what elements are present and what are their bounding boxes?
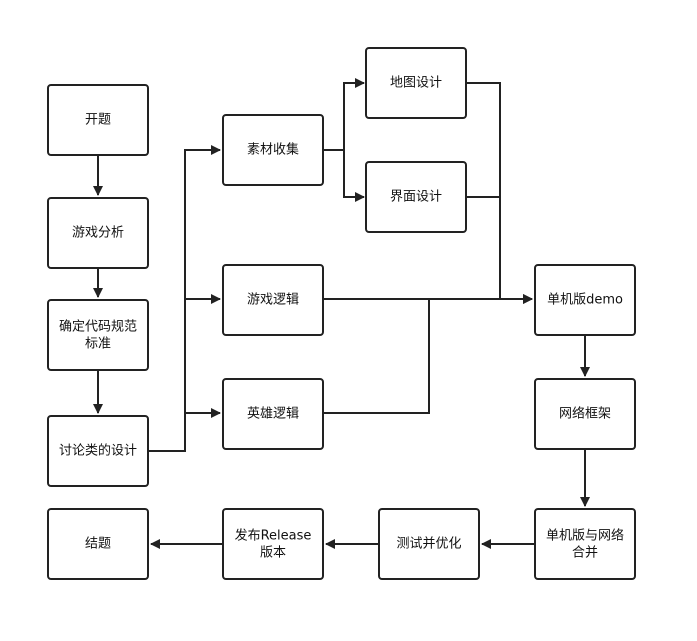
node-label-line: 测试并优化	[396, 537, 461, 552]
node-jiemiansheji: 界面设计	[365, 161, 467, 233]
node-yingxiongluoji: 英雄逻辑	[222, 378, 324, 450]
node-dituguji: 地图设计	[365, 47, 467, 119]
node-label-line: 结题	[85, 537, 111, 552]
node-daimaguifan: 确定代码规范 标准	[47, 299, 149, 371]
edge-sucai-to-dituguji	[324, 78, 365, 151]
node-label-line: 开题	[85, 113, 111, 128]
node-sucai: 素材收集	[222, 114, 324, 186]
node-kaiti: 开题	[47, 84, 149, 156]
node-label-line: 游戏逻辑	[247, 293, 299, 308]
node-label-line: 确定代码规范	[59, 320, 137, 335]
node-label-line: 合并	[572, 546, 598, 561]
node-youxifenxi: 游戏分析	[47, 197, 149, 269]
node-label-line: 发布Release	[235, 528, 312, 544]
node-label-line: 标准	[85, 337, 111, 352]
node-label-line: 游戏分析	[72, 226, 124, 241]
node-hebing: 单机版与网络 合并	[534, 508, 636, 580]
node-label-line: 素材收集	[247, 142, 299, 158]
node-label-line: 网络框架	[559, 406, 611, 422]
node-fabu: 发布Release 版本	[222, 508, 324, 580]
node-jieti: 结题	[47, 508, 149, 580]
node-label-line: 单机版与网络	[546, 528, 624, 544]
node-youxiluoji: 游戏逻辑	[222, 264, 324, 336]
node-label-line: 版本	[260, 546, 286, 561]
edge-yingxiongluoji-to-danjidemo	[324, 299, 430, 414]
node-danjidemo: 单机版demo	[534, 264, 636, 336]
edge-dituguji-to-danjidemo	[467, 82, 533, 304]
node-wangluokuangjia: 网络框架	[534, 378, 636, 450]
node-label-line: 单机版demo	[547, 293, 623, 308]
edge-sucai-to-jiemiansheji	[343, 150, 365, 202]
node-label-line: 英雄逻辑	[247, 407, 299, 422]
node-ceshi: 测试并优化	[378, 508, 480, 580]
edge-taolunlei-to-sucai	[149, 145, 221, 452]
node-taolunlei: 讨论类的设计	[47, 415, 149, 487]
node-label-line: 讨论类的设计	[59, 443, 137, 459]
node-label-line: 地图设计	[390, 76, 442, 91]
edges	[93, 78, 590, 549]
node-label-line: 界面设计	[390, 190, 442, 205]
